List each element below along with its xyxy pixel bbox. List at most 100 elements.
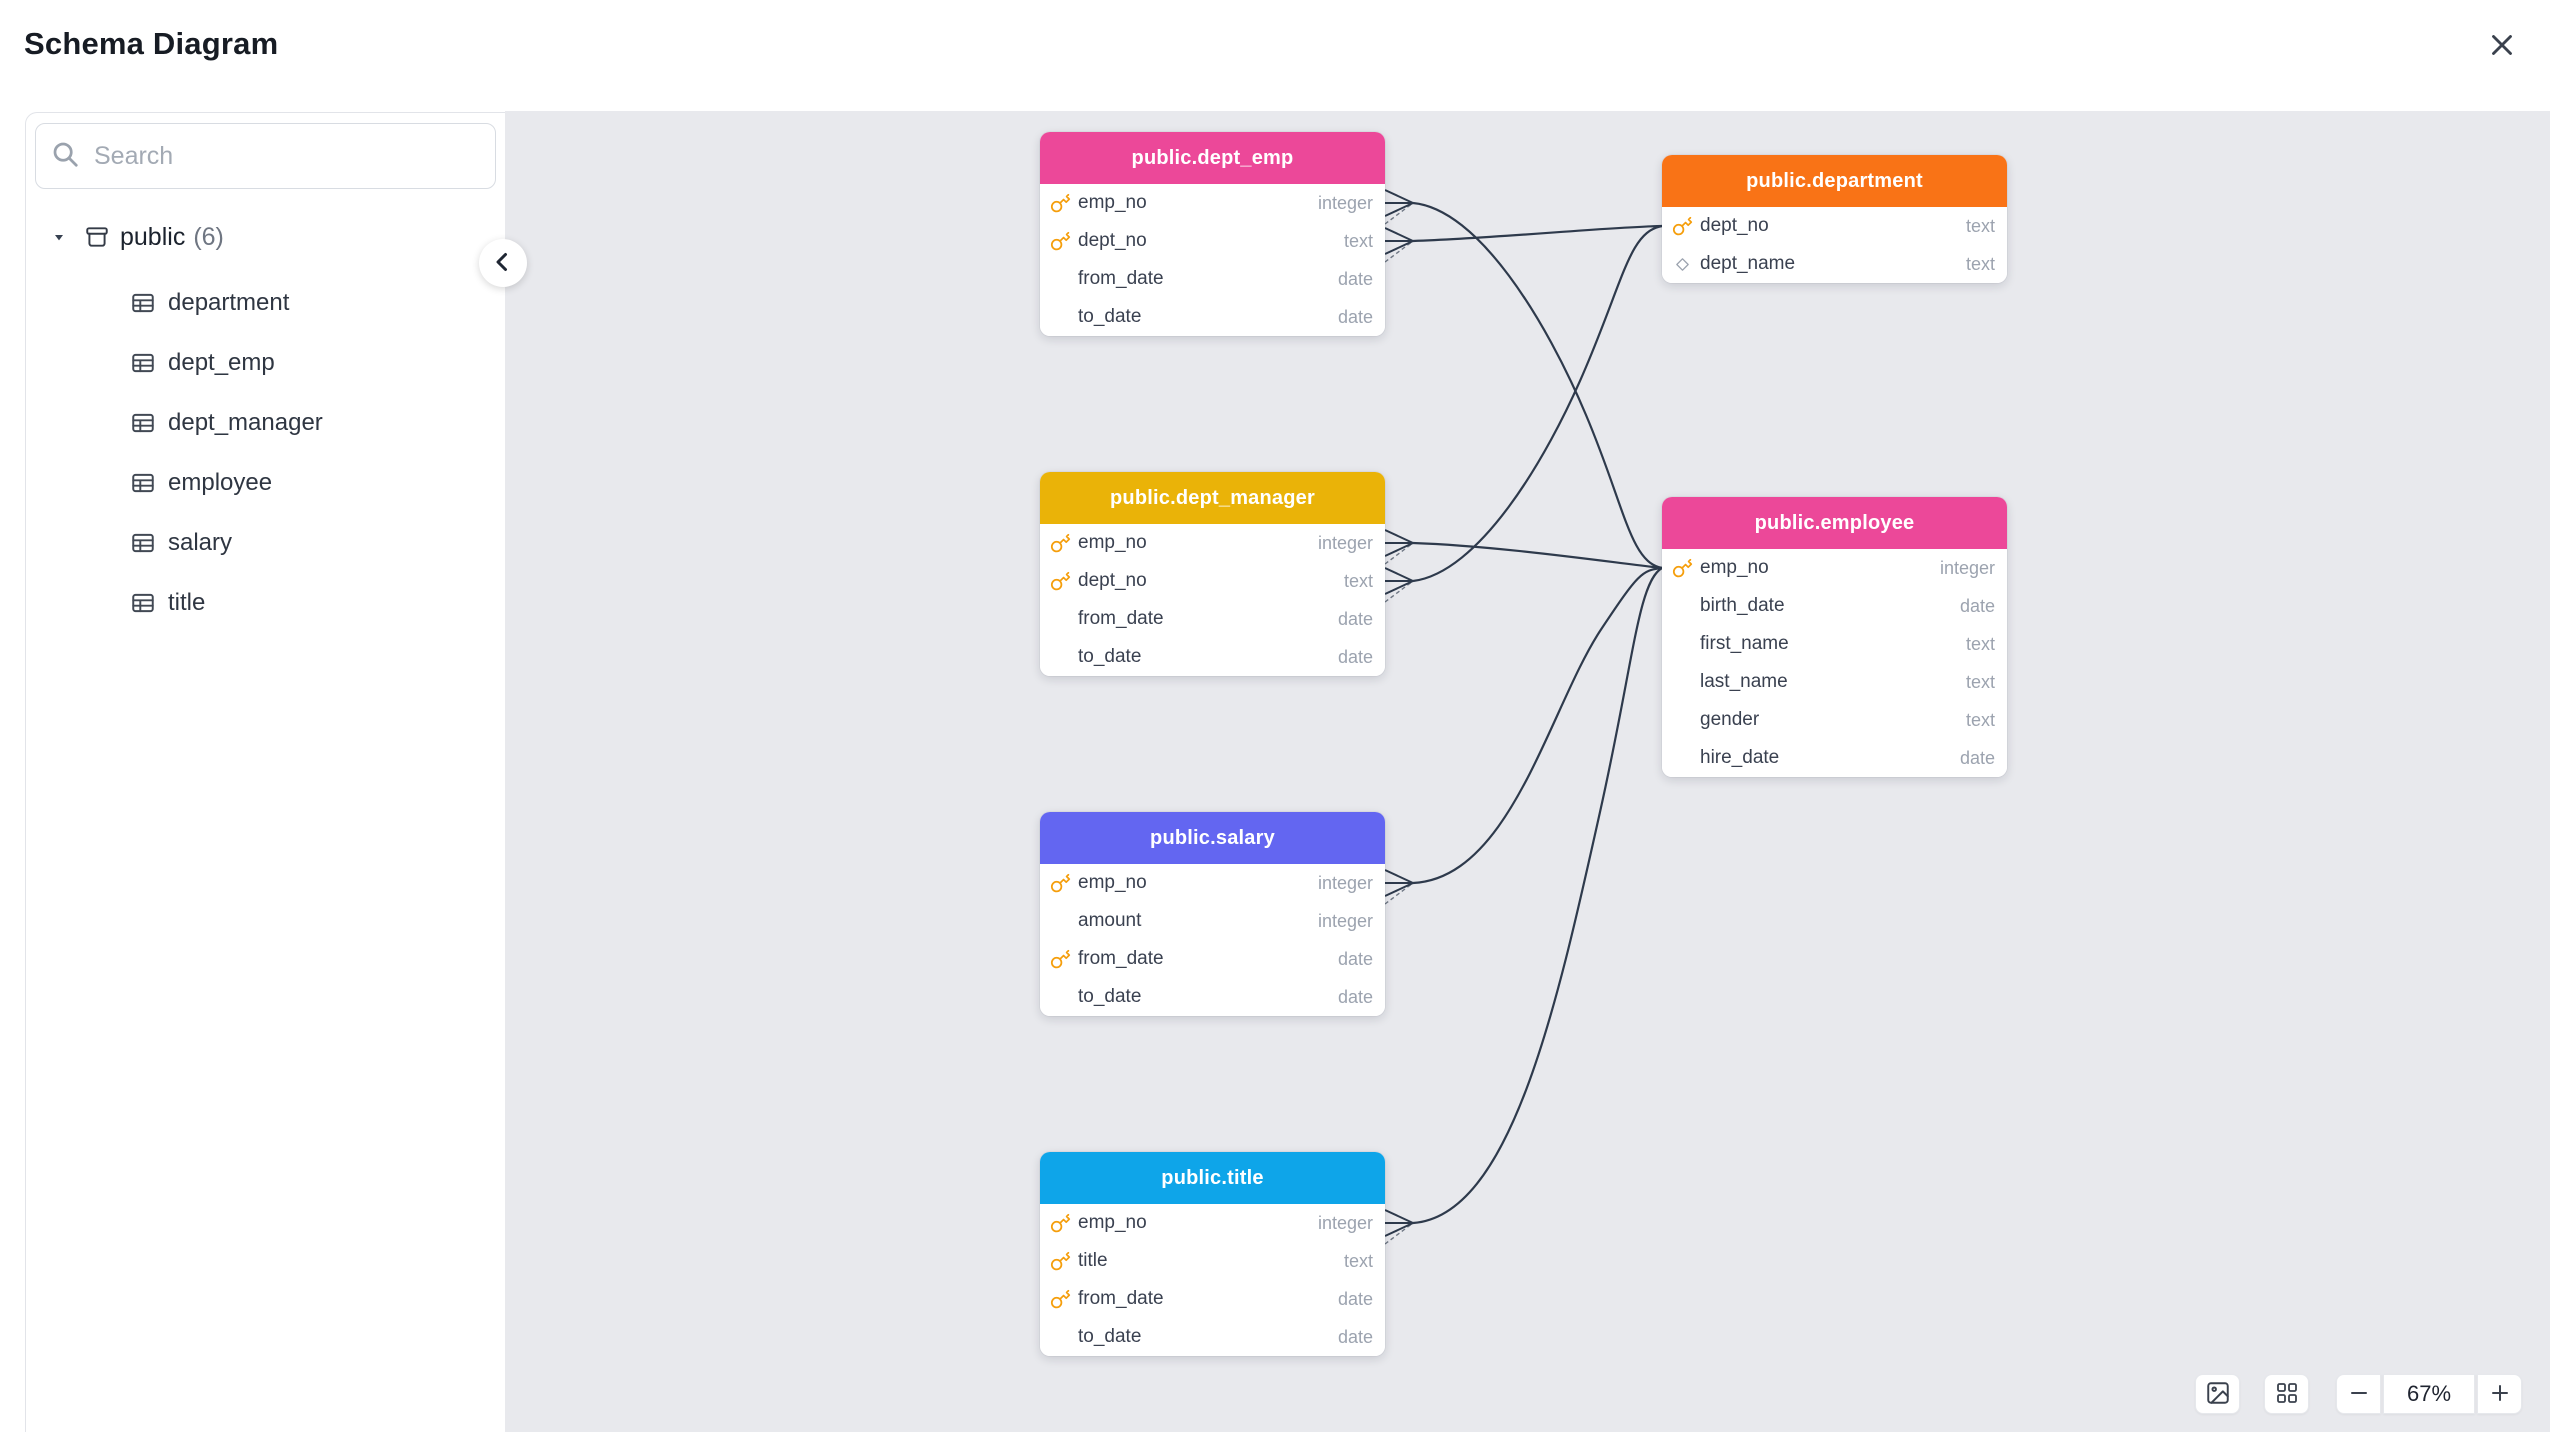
primary-key-icon: [1048, 570, 1072, 592]
column-icon-placeholder: [1670, 709, 1694, 731]
column-type: integer: [1317, 872, 1373, 893]
column-row-emp_no: emp_no integer: [1040, 864, 1385, 902]
column-type: integer: [1317, 910, 1373, 931]
table-icon: [130, 590, 156, 616]
column-icon-placeholder: [1048, 306, 1072, 328]
primary-key-icon: [1048, 1212, 1072, 1234]
column-name: emp_no: [1078, 872, 1147, 893]
table-node-title: public.dept_manager: [1040, 472, 1385, 524]
table-node-title: public.salary: [1040, 812, 1385, 864]
column-type: date: [1337, 1326, 1373, 1347]
primary-key-icon: [1048, 872, 1072, 894]
zoom-out-button[interactable]: [2336, 1374, 2381, 1414]
column-name: from_date: [1078, 608, 1164, 629]
sidebar-item-dept_emp[interactable]: dept_emp: [26, 333, 505, 393]
column-type: text: [1965, 709, 1995, 730]
zoom-in-button[interactable]: [2477, 1374, 2522, 1414]
column-name: dept_no: [1078, 570, 1147, 591]
table-item-label: dept_manager: [168, 409, 323, 436]
column-type: text: [1965, 671, 1995, 692]
table-item-label: department: [168, 289, 290, 316]
table-icon: [130, 350, 156, 376]
sidebar-collapse-button[interactable]: [479, 239, 527, 287]
column-type: date: [1959, 747, 1995, 768]
close-icon: [2485, 28, 2519, 65]
sidebar-item-employee[interactable]: employee: [26, 453, 505, 513]
column-type: date: [1337, 1288, 1373, 1309]
sidebar: public (6) department dept_emp dept_manage…: [25, 112, 505, 1432]
sidebar-item-salary[interactable]: salary: [26, 513, 505, 573]
column-row-to_date: to_date date: [1040, 298, 1385, 336]
table-item-label: dept_emp: [168, 349, 275, 376]
column-type: text: [1965, 633, 1995, 654]
column-icon-placeholder: [1048, 268, 1072, 290]
column-icon-placeholder: [1670, 633, 1694, 655]
column-type: integer: [1317, 192, 1373, 213]
app-header: Schema Diagram: [0, 0, 2550, 111]
close-button[interactable]: [2480, 24, 2524, 68]
column-icon-placeholder: [1048, 608, 1072, 630]
sidebar-item-department[interactable]: department: [26, 273, 505, 333]
column-name: to_date: [1078, 986, 1142, 1007]
column-row-dept_no: dept_no text: [1040, 562, 1385, 600]
primary-key-icon: [1048, 1250, 1072, 1272]
column-name: from_date: [1078, 268, 1164, 289]
column-name: title: [1078, 1250, 1108, 1271]
table-node-title: public.employee: [1662, 497, 2007, 549]
page-title: Schema Diagram: [24, 26, 279, 61]
column-icon-placeholder: [1670, 747, 1694, 769]
column-name: emp_no: [1078, 1212, 1147, 1233]
column-name: dept_no: [1700, 215, 1769, 236]
schema-tree-public[interactable]: public (6): [26, 213, 505, 261]
search-icon: [50, 139, 80, 174]
table-icon: [130, 530, 156, 556]
primary-key-icon: [1670, 215, 1694, 237]
primary-key-icon: [1048, 230, 1072, 252]
download-image-button[interactable]: [2195, 1374, 2240, 1414]
column-type: date: [1337, 306, 1373, 327]
search-box: [35, 123, 496, 189]
column-name: emp_no: [1700, 557, 1769, 578]
image-icon: [2205, 1380, 2231, 1409]
column-type: text: [1965, 215, 1995, 236]
sidebar-item-dept_manager[interactable]: dept_manager: [26, 393, 505, 453]
table-item-label: employee: [168, 469, 273, 496]
primary-key-icon: [1048, 948, 1072, 970]
zoom-control: 67%: [2336, 1374, 2522, 1414]
plus-icon: [2488, 1381, 2512, 1408]
column-type: text: [1343, 570, 1373, 591]
primary-key-icon: [1048, 1288, 1072, 1310]
auto-layout-button[interactable]: [2264, 1374, 2309, 1414]
table-item-label: title: [168, 589, 206, 616]
table-node-title: public.department: [1662, 155, 2007, 207]
canvas-controls: 67%: [2195, 1374, 2522, 1414]
search-input[interactable]: [94, 141, 481, 171]
column-name: to_date: [1078, 306, 1142, 327]
column-name: amount: [1078, 910, 1142, 931]
caret-down-icon[interactable]: [50, 229, 68, 245]
sidebar-item-title[interactable]: title: [26, 573, 505, 633]
column-icon-placeholder: [1048, 910, 1072, 932]
column-name: emp_no: [1078, 532, 1147, 553]
column-name: hire_date: [1700, 747, 1780, 768]
layout-grid-icon: [2275, 1381, 2299, 1408]
